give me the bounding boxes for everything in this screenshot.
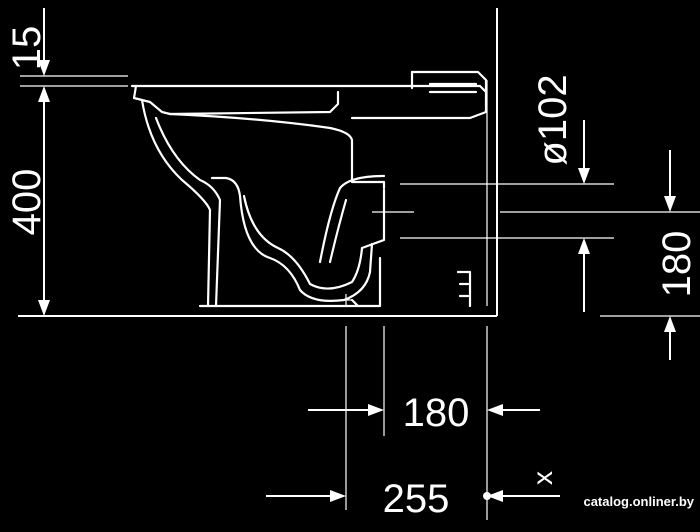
dim-label-height: 400 (5, 169, 49, 236)
dim-label-wall-marker: x (527, 471, 558, 485)
dim-label-outlet-from-bowl: 255 (383, 477, 450, 521)
outlet-height-dimension: 180 (500, 150, 700, 360)
dim-label-outlet-height: 180 (655, 231, 699, 298)
dim-label-outlet-diameter: ø102 (531, 74, 575, 165)
outlet-from-bowl-dimension: 255 x (266, 471, 560, 521)
dim-label-outlet-horizontal: 180 (403, 391, 470, 435)
toilet-profile (130, 70, 488, 308)
dim-label-rim-offset: 15 (5, 26, 49, 71)
outlet-horizontal-dimension: 180 (308, 326, 540, 520)
watermark-text: catalog.onliner.by (583, 494, 694, 509)
outlet-diameter-dimension: ø102 (400, 74, 614, 312)
left-dimension: 15 400 (5, 8, 128, 316)
